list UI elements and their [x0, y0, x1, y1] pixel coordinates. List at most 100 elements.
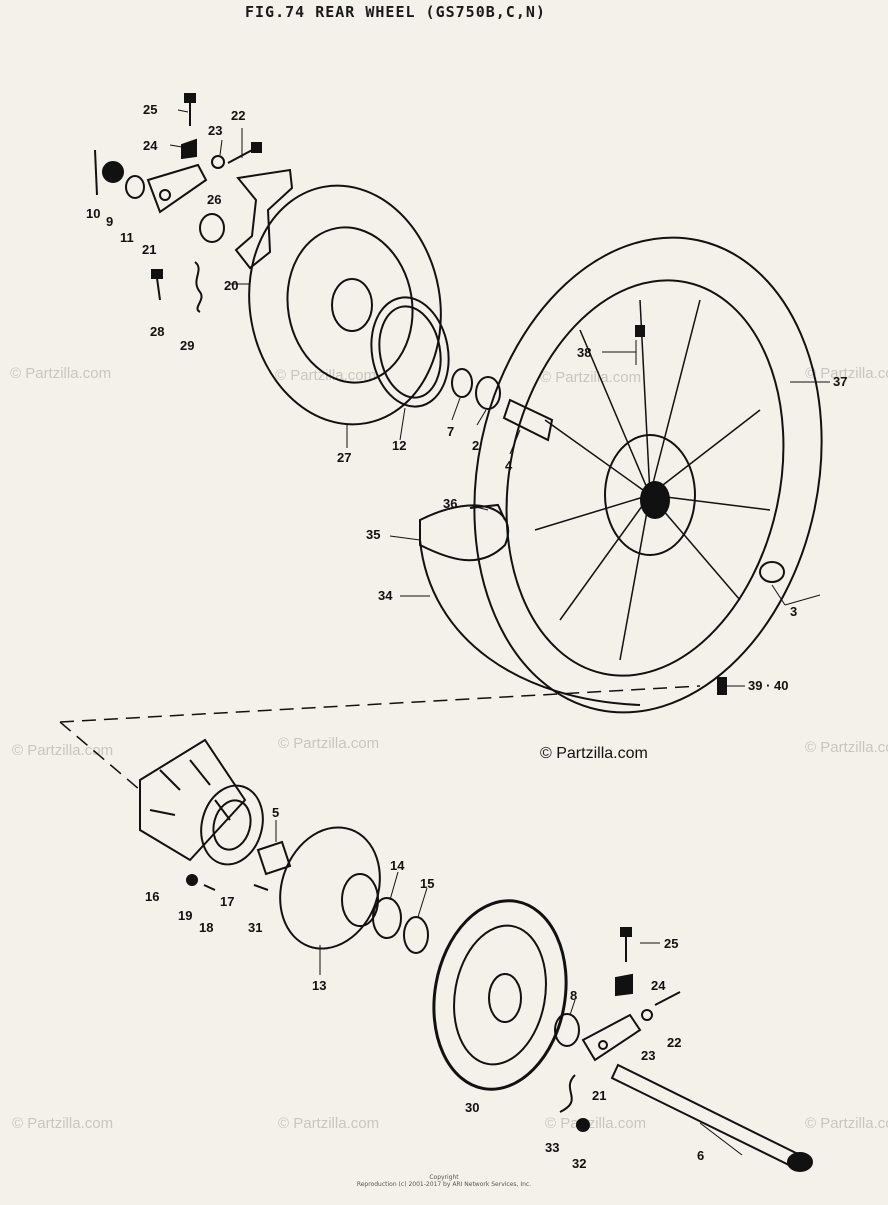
callout-21-lower: 21	[592, 1088, 606, 1103]
callout-25-lower: 25	[664, 936, 678, 951]
callout-30: 30	[465, 1100, 479, 1115]
sprocket-flange-17	[200, 784, 264, 866]
callout-8: 8	[570, 988, 577, 1003]
nut-32	[576, 1118, 590, 1132]
caliper-bracket-20	[234, 168, 294, 270]
bolt-22-lower	[654, 991, 681, 1006]
wheel-hub	[604, 434, 696, 556]
callout-6: 6	[697, 1148, 704, 1163]
sprocket-flange-17-inner	[212, 799, 252, 851]
bearing-2	[475, 376, 501, 410]
chain-adjuster-21-upper	[146, 163, 208, 214]
copyright-line: Copyright	[429, 1174, 459, 1181]
rear-sprocket-30-web	[453, 924, 547, 1066]
callout-4: 4	[505, 458, 513, 473]
tire-34-cutaway	[419, 539, 641, 706]
nut-9	[102, 161, 124, 183]
callout-23-lower: 23	[641, 1048, 655, 1063]
callout-31: 31	[248, 920, 262, 935]
callout-9: 9	[106, 214, 113, 229]
lower-assembly	[139, 738, 813, 1172]
valve-36	[469, 503, 506, 521]
brake-disc-27-hub	[286, 226, 414, 384]
callout-15: 15	[420, 876, 434, 891]
bearing-14	[372, 897, 402, 939]
callout-26: 26	[207, 192, 221, 207]
callout-14: 14	[390, 858, 405, 873]
chain-adjuster-21-hole	[159, 189, 171, 201]
cush-damper-16-ribs	[149, 759, 231, 821]
rear-hub-13-boss	[341, 873, 379, 927]
callout-12: 12	[392, 438, 406, 453]
spacer-4	[502, 398, 554, 442]
callout-labels: 25 24 23 22 10 9 11 21 26 20 28 29 27 12…	[86, 102, 847, 1171]
brake-disc-27-center	[331, 278, 373, 332]
bolt-25-lower	[620, 927, 632, 962]
callout-27: 27	[337, 450, 351, 465]
callout-17: 17	[220, 894, 234, 909]
copyright-line: Reproduction (c) 2001-2017 by ARI Networ…	[356, 1181, 532, 1188]
figure-title: FIG.74 REAR WHEEL (GS750B,C,N)	[245, 3, 546, 21]
callout-33: 33	[545, 1140, 559, 1155]
rear-sprocket-30-center	[488, 973, 522, 1023]
rear-sprocket-30	[432, 899, 568, 1091]
bolt-28	[151, 269, 163, 301]
spacer-26	[199, 213, 225, 243]
callout-37: 37	[833, 374, 847, 389]
axle-6-head	[787, 1152, 813, 1172]
tube-35	[419, 504, 510, 562]
bolt-25-upper	[184, 93, 196, 126]
bolt-31	[253, 884, 269, 891]
washer-19	[186, 874, 198, 886]
washer-11-upper	[125, 175, 145, 199]
watermark-prominent: © Partzilla.com	[540, 745, 648, 762]
rim	[505, 279, 785, 677]
watermark: © Partzilla.com	[12, 1115, 113, 1132]
stopper-24-upper	[181, 138, 197, 160]
cush-damper-16	[139, 738, 247, 862]
watermark: © Partzilla.com	[545, 1115, 646, 1132]
upper-assembly	[94, 93, 823, 714]
callout-7: 7	[447, 424, 454, 439]
callout-5: 5	[272, 805, 279, 820]
oil-seal-12	[370, 296, 450, 408]
callout-18: 18	[199, 920, 213, 935]
watermark: © Partzilla.com	[805, 365, 888, 382]
stopper-24-lower	[615, 973, 633, 997]
copyright-footer: Copyright Reproduction (c) 2001-2017 by …	[0, 1174, 888, 1188]
leader-lines	[169, 109, 830, 1156]
callout-10: 10	[86, 206, 100, 221]
bearing-7	[451, 368, 473, 398]
spacer-3	[759, 561, 785, 583]
watermark-layer: © Partzilla.com © Partzilla.com © Partzi…	[10, 365, 888, 1132]
washer-23-lower	[641, 1009, 653, 1021]
spacer-8	[554, 1013, 580, 1047]
rear-hub-13	[279, 826, 381, 950]
callout-11: 11	[120, 230, 134, 245]
brake-disc-27	[248, 184, 442, 426]
callout-16: 16	[145, 889, 159, 904]
watermark: © Partzilla.com	[540, 369, 641, 386]
callout-13: 13	[312, 978, 326, 993]
watermark: © Partzilla.com	[275, 367, 376, 384]
assembly-connector-line	[59, 685, 701, 791]
watermark: © Partzilla.com	[805, 739, 888, 756]
callout-34: 34	[378, 588, 393, 603]
oil-seal-12-inner	[378, 305, 442, 399]
spoke-nipple-38	[635, 325, 645, 337]
watermark: © Partzilla.com	[805, 1115, 888, 1132]
callout-21: 21	[142, 242, 156, 257]
bolt-22-upper	[227, 142, 262, 164]
callout-20: 20	[224, 278, 238, 293]
clip-29	[194, 261, 203, 313]
callout-39-40: 39 · 40	[748, 678, 788, 693]
oil-seal-15	[403, 916, 429, 954]
callout-24-lower: 24	[651, 978, 666, 993]
callout-29: 29	[180, 338, 194, 353]
callout-38: 38	[577, 345, 591, 360]
tire-37	[473, 236, 823, 714]
callout-24: 24	[143, 138, 158, 153]
callout-2: 2	[472, 438, 479, 453]
